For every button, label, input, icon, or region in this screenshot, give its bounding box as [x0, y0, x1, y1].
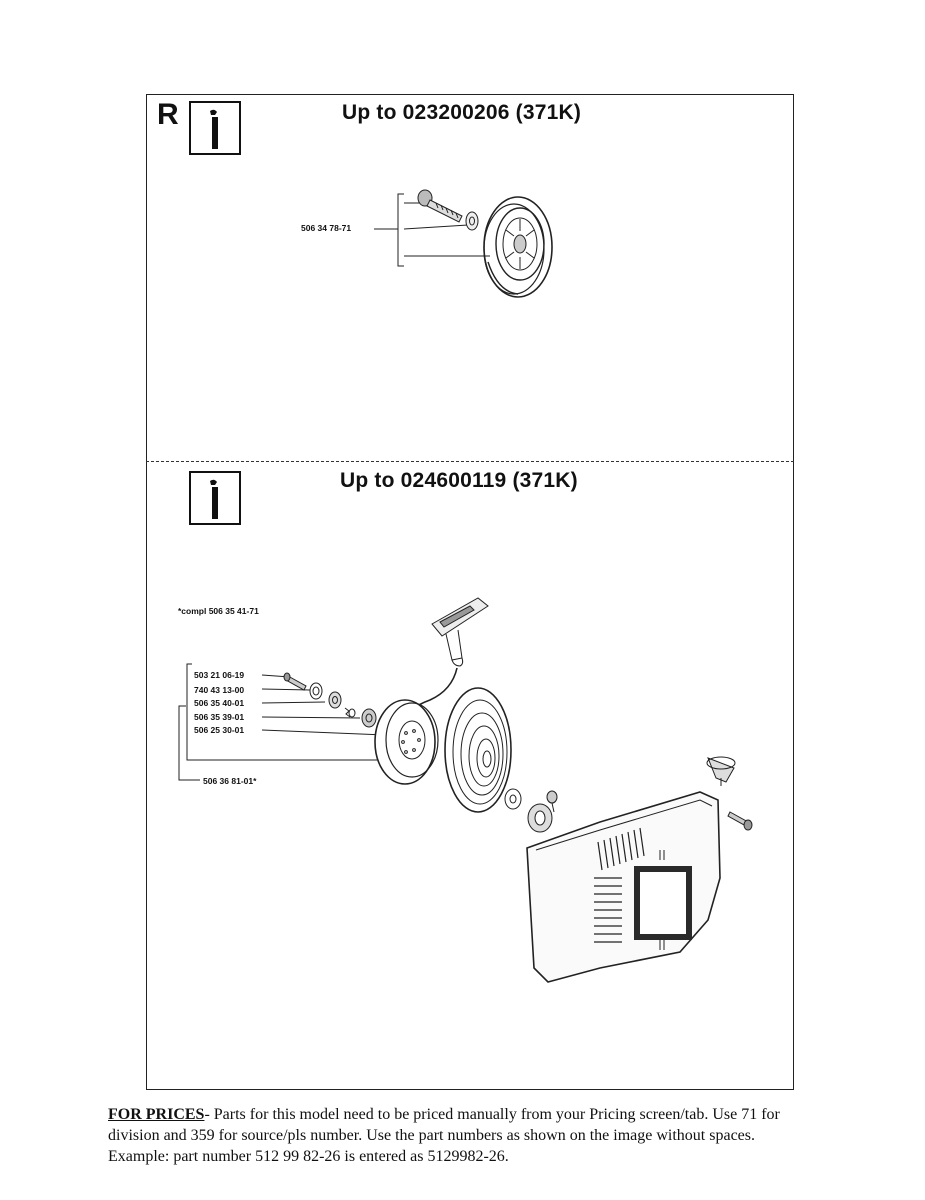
pricing-note-text: - Parts for this model need to be priced… — [108, 1106, 780, 1165]
section-title-top: Up to 023200206 (371K) — [342, 101, 582, 124]
part-label: 503 21 06-19 — [194, 670, 245, 680]
part-label: 506 35 39-01 — [194, 712, 245, 722]
compl-note: *compl 506 35 41-71 — [178, 606, 259, 616]
pricing-note: FOR PRICES- Parts for this model need to… — [108, 1104, 808, 1167]
pricing-note-lead: FOR PRICES — [108, 1106, 205, 1123]
wrench-info-icon — [189, 471, 241, 525]
section-divider — [146, 461, 794, 462]
diagram-frame — [146, 94, 794, 1090]
part-label: 506 35 40-01 — [194, 698, 245, 708]
wrench-info-icon — [189, 101, 241, 155]
part-label: 506 36 81-01* — [203, 776, 257, 786]
part-label: 506 25 30-01 — [194, 725, 245, 735]
part-label: 506 34 78-71 — [301, 223, 352, 233]
section-letter: R — [157, 98, 179, 131]
part-label: 740 43 13-00 — [194, 685, 245, 695]
section-title-bottom: Up to 024600119 (371K) — [340, 469, 578, 492]
